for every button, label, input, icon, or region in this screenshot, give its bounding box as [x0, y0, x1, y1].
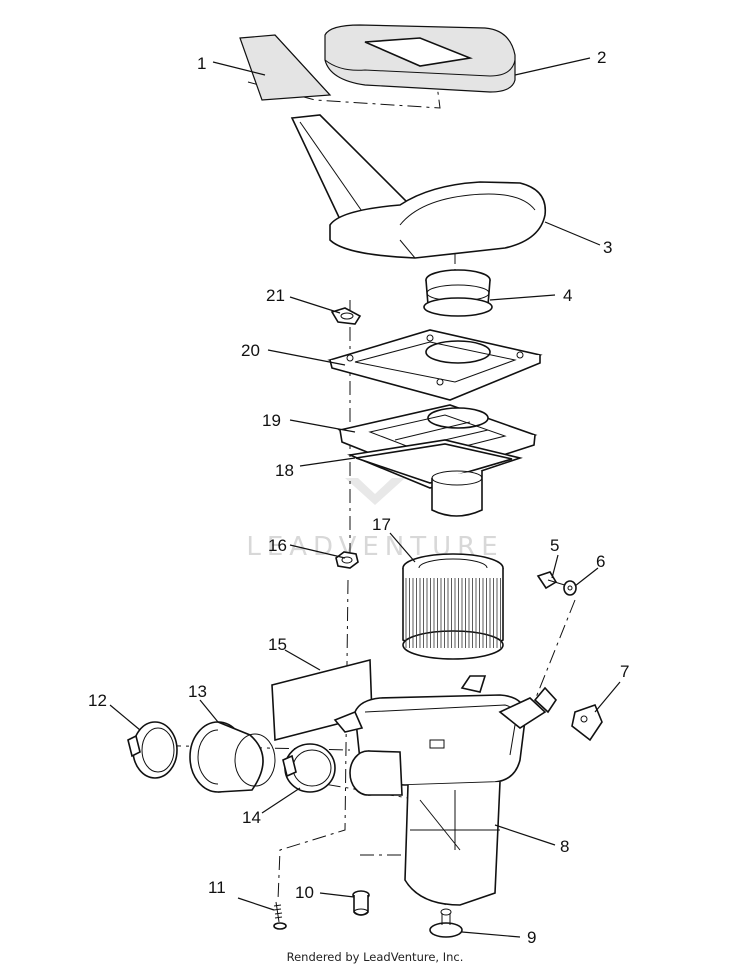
callout-13: 13: [188, 682, 207, 701]
part-3-intake-cover: [290, 114, 547, 259]
watermark-logo: [345, 478, 405, 505]
callout-18: 18: [275, 461, 294, 480]
part-14-hose-clamp: [282, 743, 336, 793]
callout-12: 12: [88, 691, 107, 710]
part-20-top-plate: [327, 329, 543, 401]
callout-4: 4: [563, 286, 572, 305]
leader-lines: [109, 57, 621, 938]
footer-credit: Rendered by LeadVenture, Inc.: [286, 950, 464, 964]
callout-16: 16: [268, 536, 287, 555]
filter-pleats: [405, 578, 501, 648]
lid-outlet-tube: [431, 470, 483, 517]
part-7-bracket: [571, 703, 603, 742]
callout-21: 21: [266, 286, 285, 305]
callout-11: 11: [208, 878, 226, 897]
callout-1: 1: [197, 54, 206, 73]
callout-8: 8: [560, 837, 569, 856]
part-9-drain-cap: [429, 908, 463, 938]
callout-2: 2: [597, 48, 606, 67]
part-8-airbox-housing: [333, 675, 558, 906]
part-12-hose-clamp: [127, 721, 178, 779]
part-13-intake-boot: [189, 721, 276, 793]
callout-labels: 1 2 3 4 5 6 7 8 9 10 11 12 13 14 15 16 1…: [88, 48, 629, 947]
callout-20: 20: [241, 341, 260, 360]
part-10-grommet: [352, 890, 370, 916]
part-2-foam-seal: [324, 24, 516, 93]
part-1-foam-pad: [239, 34, 332, 101]
callout-10: 10: [295, 883, 314, 902]
callout-7: 7: [620, 662, 629, 681]
callout-15: 15: [268, 635, 287, 654]
callout-19: 19: [262, 411, 281, 430]
part-17-air-filter: [402, 553, 504, 660]
part-16-nut: [335, 551, 359, 569]
callout-5: 5: [550, 536, 559, 555]
callout-6: 6: [596, 552, 605, 571]
callout-14: 14: [242, 808, 261, 827]
part-5-bolt: [536, 571, 569, 590]
part-6-washer: [563, 580, 577, 596]
part-4-rubber-boot: [423, 269, 493, 317]
callout-3: 3: [603, 238, 612, 257]
callout-17: 17: [372, 515, 391, 534]
part-18-gasket: [347, 439, 523, 489]
part-21-wing-nut: [330, 307, 362, 325]
callout-9: 9: [527, 928, 536, 947]
part-11-screw: [273, 901, 287, 930]
